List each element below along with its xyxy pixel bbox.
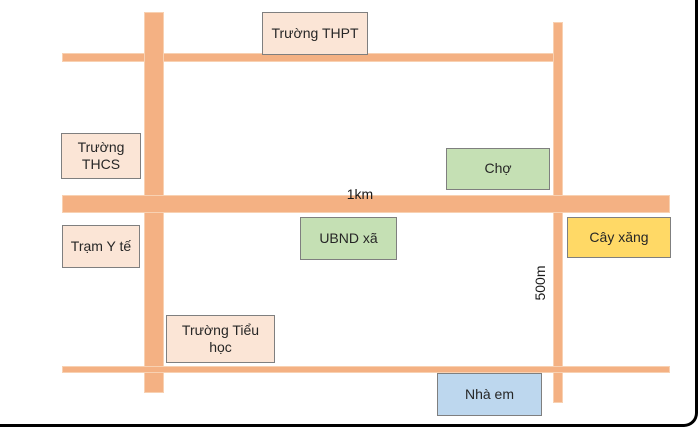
road-main-horizontal (62, 195, 670, 213)
place-nha-em: Nhà em (437, 373, 542, 416)
road-bottom-horizontal (62, 366, 670, 373)
distance-label-500m: 500m (532, 265, 548, 301)
place-truong-thpt: Trường THPT (262, 12, 368, 55)
distance-label-1km: 1km (346, 186, 374, 202)
place-truong-thcs: Trường THCS (61, 133, 141, 179)
place-cho: Chợ (446, 148, 550, 190)
place-cay-xang: Cây xăng (567, 217, 671, 258)
place-ubnd-xa: UBND xã (300, 217, 397, 260)
place-tram-y-te: Trạm Y tế (62, 225, 140, 268)
place-truong-tieu-hoc: Trường Tiểu học (166, 315, 275, 363)
